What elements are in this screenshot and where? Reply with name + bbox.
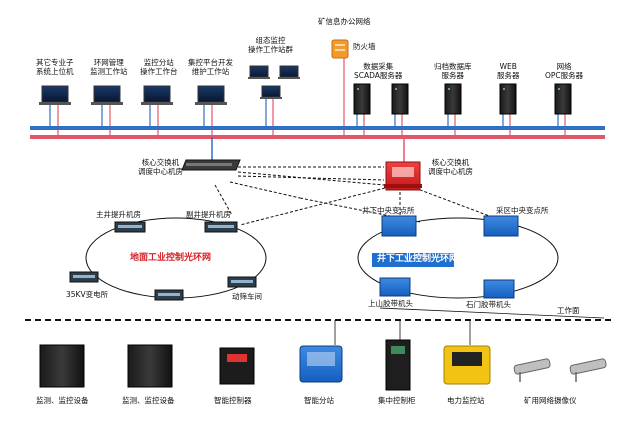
left-ring-node-3: 35KV变电所: [66, 290, 109, 299]
other-pc-label: 其它专业子系统上位机: [36, 58, 74, 76]
archive-label: 归档数据库服务器: [434, 62, 472, 80]
firewall-icon: [331, 39, 349, 59]
core-switch-left-icon: [181, 159, 241, 171]
left-ring-node-2: 副井提升机房: [186, 210, 231, 219]
mine-office-label: 矿信息办公网络: [318, 17, 371, 26]
left-ring-node-4: 动筛车间: [232, 292, 262, 301]
integration-label: 集控平台开发维护工作站: [188, 58, 233, 76]
bottom-device-5: 集中控制柜: [378, 396, 416, 405]
laptops: [39, 65, 300, 105]
right-ring-title-box: [372, 253, 454, 267]
bottom-device-6: 电力监控站: [447, 396, 485, 405]
right-ring-devices: [379, 215, 519, 299]
core-switch-right-label: 核心交换机调度中心机房: [428, 158, 473, 176]
bottom-device-2: 监测、监控设备: [122, 396, 175, 405]
left-ring-title: 地面工业控制光环网: [130, 253, 212, 263]
bottom-device-7: 矿用网络摄像仪: [524, 396, 577, 405]
right-ring: [357, 217, 559, 299]
right-ring-node-3: 上山胶带机头: [368, 299, 413, 308]
config-group-label: 组态监控操作工作站群: [248, 36, 293, 54]
bottom-device-3: 智能控制器: [214, 396, 252, 405]
left-ring-switches: [69, 221, 257, 301]
core-switch-left-label: 核心交换机调度中心机房: [138, 158, 183, 176]
servers: [353, 83, 572, 115]
bottom-device-4: 智能分站: [304, 396, 334, 405]
bottom-device-1: 监测、监控设备: [36, 396, 89, 405]
bottom-device-icons: [39, 339, 607, 391]
workface-label: 工作面: [557, 306, 580, 315]
right-ring-node-4: 石门胶带机头: [466, 300, 511, 309]
left-ring-node-1: 主井提升机房: [96, 210, 141, 219]
monitor-sub-label: 监控分站操作工作台: [140, 58, 178, 76]
right-ring-node-1: 井下中央变点所: [362, 206, 415, 215]
right-ring-title: 井下工业控制光环网: [377, 254, 459, 264]
core-switch-right-icon: [384, 161, 422, 191]
right-ring-node-2: 采区中央变点所: [496, 206, 549, 215]
drop-lines: [57, 58, 566, 137]
firewall-label: 防火墙: [353, 42, 376, 51]
env-mgmt-label: 环网管理监测工作站: [90, 58, 128, 76]
